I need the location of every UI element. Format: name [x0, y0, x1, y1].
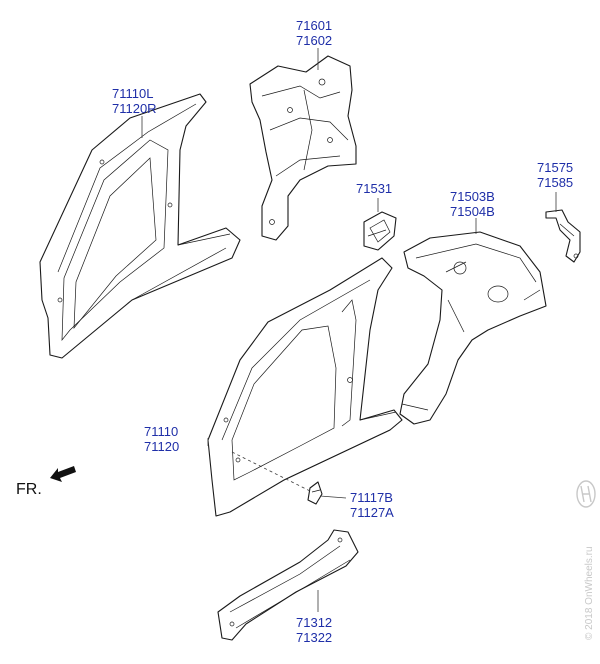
callout-line1: 71601: [296, 18, 332, 33]
callout-line2: 71602: [296, 33, 332, 48]
callout-line2: 71322: [296, 630, 332, 645]
quarter-bracket-part[interactable]: [545, 209, 581, 263]
leader-lines: [141, 48, 557, 612]
callout-line2: 71120R: [112, 101, 157, 116]
callout-bracket: 71575 71585: [537, 160, 573, 190]
callout-line2: 71127A: [350, 505, 394, 520]
callout-line1: 71110L: [112, 86, 153, 101]
side-sill-part[interactable]: [217, 529, 359, 641]
callout-line2: 71504B: [450, 204, 495, 219]
callout-line1: 71503B: [450, 189, 495, 204]
fuel-filler-door-part[interactable]: [363, 211, 397, 251]
callout-outer-front: 71110 71120: [144, 424, 179, 454]
callout-line1: 71117B: [350, 490, 393, 505]
callout-line1: 71110: [144, 424, 178, 439]
callout-small-bracket: 71117B 71127A: [350, 490, 394, 520]
rear-inner-panel-part[interactable]: [249, 55, 357, 241]
callout-quarter-panel: 71503B 71504B: [450, 189, 495, 219]
quarter-panel-part[interactable]: [399, 231, 547, 425]
front-direction-arrow-icon: [50, 466, 76, 482]
callout-line2: 71120: [144, 439, 179, 454]
callout-line2: 71585: [537, 175, 573, 190]
callout-line1: 71312: [296, 615, 332, 630]
callout-line1: 71575: [537, 160, 573, 175]
callout-outer-left: 71110L 71120R: [112, 86, 157, 116]
pillar-bracket-part[interactable]: [307, 481, 323, 505]
callout-fuel-door: 71531: [356, 181, 392, 196]
callout-line1: 71531: [356, 181, 392, 196]
callout-rear-inner: 71601 71602: [296, 18, 332, 48]
front-direction-indicator: FR.: [16, 466, 76, 498]
callout-sill: 71312 71322: [296, 615, 332, 645]
watermark: © 2018 OnWheels.ru: [584, 546, 595, 640]
side-outer-frame-front-part[interactable]: [207, 257, 403, 517]
direction-label: FR.: [16, 481, 42, 498]
watermark-text: © 2018 OnWheels.ru: [584, 546, 595, 640]
brand-logo-icon: [576, 480, 596, 508]
side-outer-frame-left-part[interactable]: [39, 93, 241, 359]
